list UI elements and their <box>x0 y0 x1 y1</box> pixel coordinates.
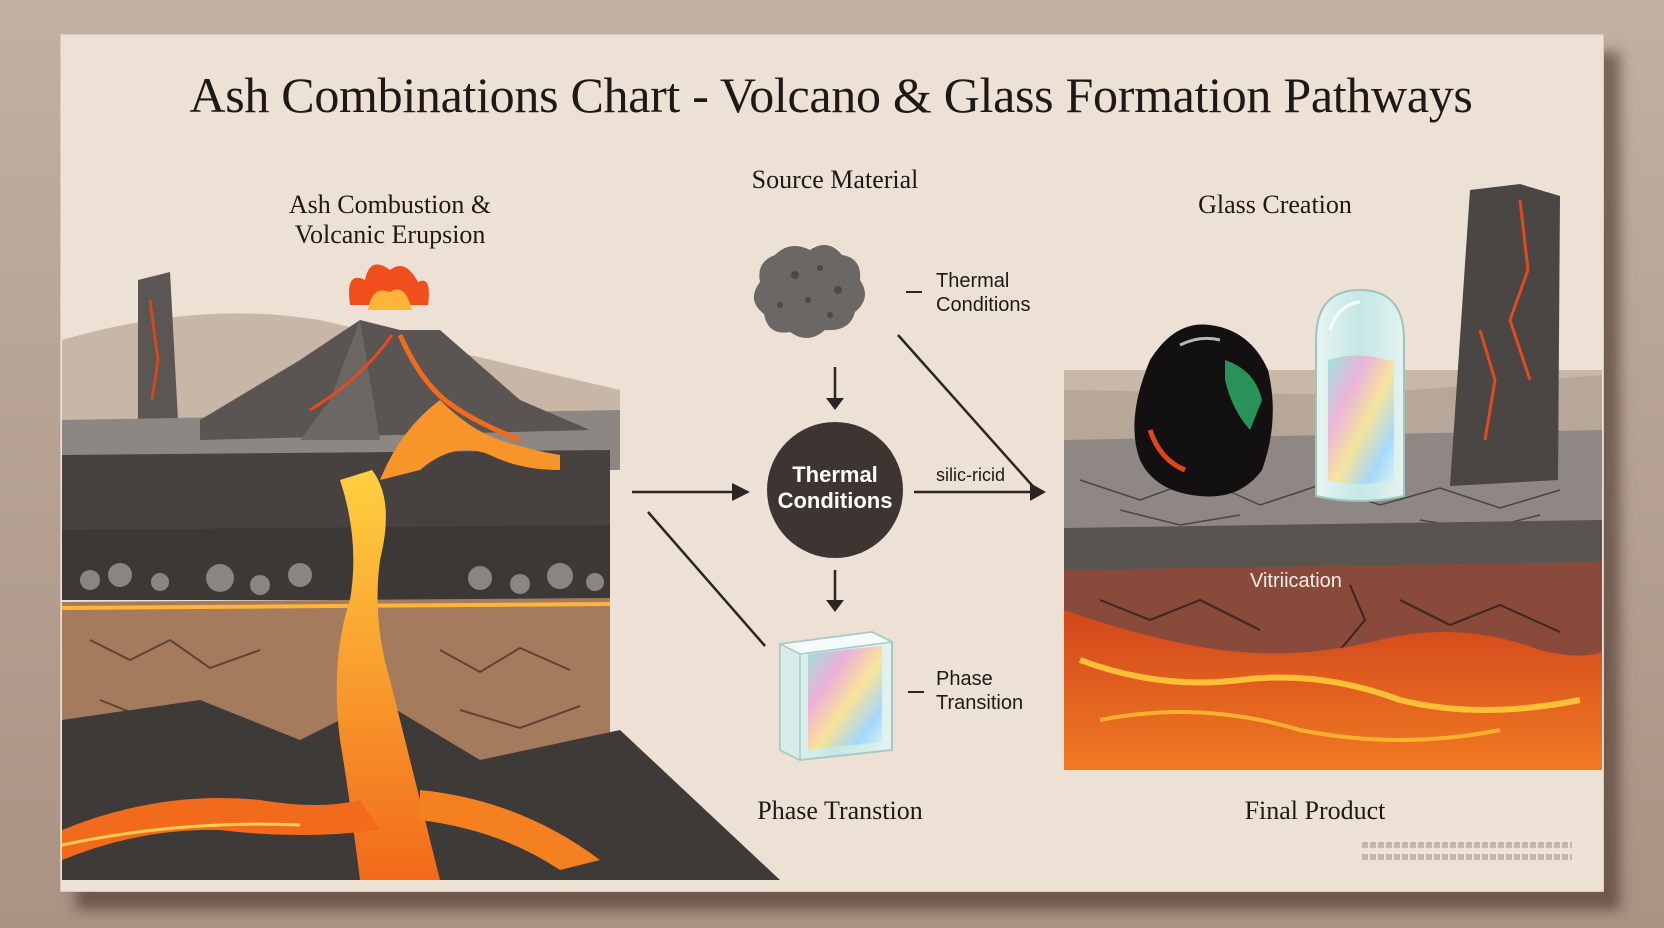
final-caption: Final Product <box>1244 796 1386 825</box>
fine-print-line <box>1362 854 1572 860</box>
glass-cube-icon <box>777 630 895 762</box>
volcano-heading-line1: Ash Combustion & <box>288 190 492 219</box>
rock-pillar-left <box>138 272 178 424</box>
ash-label-line1: Thermal <box>936 270 1010 292</box>
line-ash-to-glass <box>897 334 1039 493</box>
line-volcano-to-cube <box>647 511 766 647</box>
fine-print-line <box>1362 842 1572 848</box>
arrow-label: silic-ricid <box>936 465 1005 485</box>
glass-dome-icon <box>1315 288 1405 502</box>
glass-heading: Glass Creation <box>1198 190 1352 219</box>
cube-label-line2: Transition <box>936 692 1024 714</box>
eruption-plume <box>349 264 429 305</box>
chart-title: Ash Combinations Chart - Volcano & Glass… <box>189 67 1473 123</box>
ash-label-line2: Conditions <box>936 294 1031 316</box>
volcano-heading-line2: Volcanic Erupsion <box>294 220 486 249</box>
cube-label-line1: Phase <box>936 668 993 690</box>
source-heading: Source Material <box>751 165 919 194</box>
volcano-scene <box>61 264 780 880</box>
thermal-circle <box>767 422 903 558</box>
magma-layer <box>1064 610 1602 770</box>
glass-scene <box>1064 184 1602 770</box>
flow-diagram <box>632 245 1046 762</box>
lava-flow <box>336 470 440 880</box>
ash-particle-icon <box>753 245 865 339</box>
rock-column <box>1450 184 1560 486</box>
circle-label-line1: Thermal <box>792 462 878 487</box>
obsidian-icon <box>1134 324 1273 497</box>
phase-caption: Phase Transtion <box>757 796 923 825</box>
strata-rock <box>62 450 610 540</box>
vitrification-label: Vitriication <box>1250 570 1342 592</box>
circle-label-line2: Conditions <box>777 488 893 513</box>
volcano-cone <box>200 320 590 440</box>
